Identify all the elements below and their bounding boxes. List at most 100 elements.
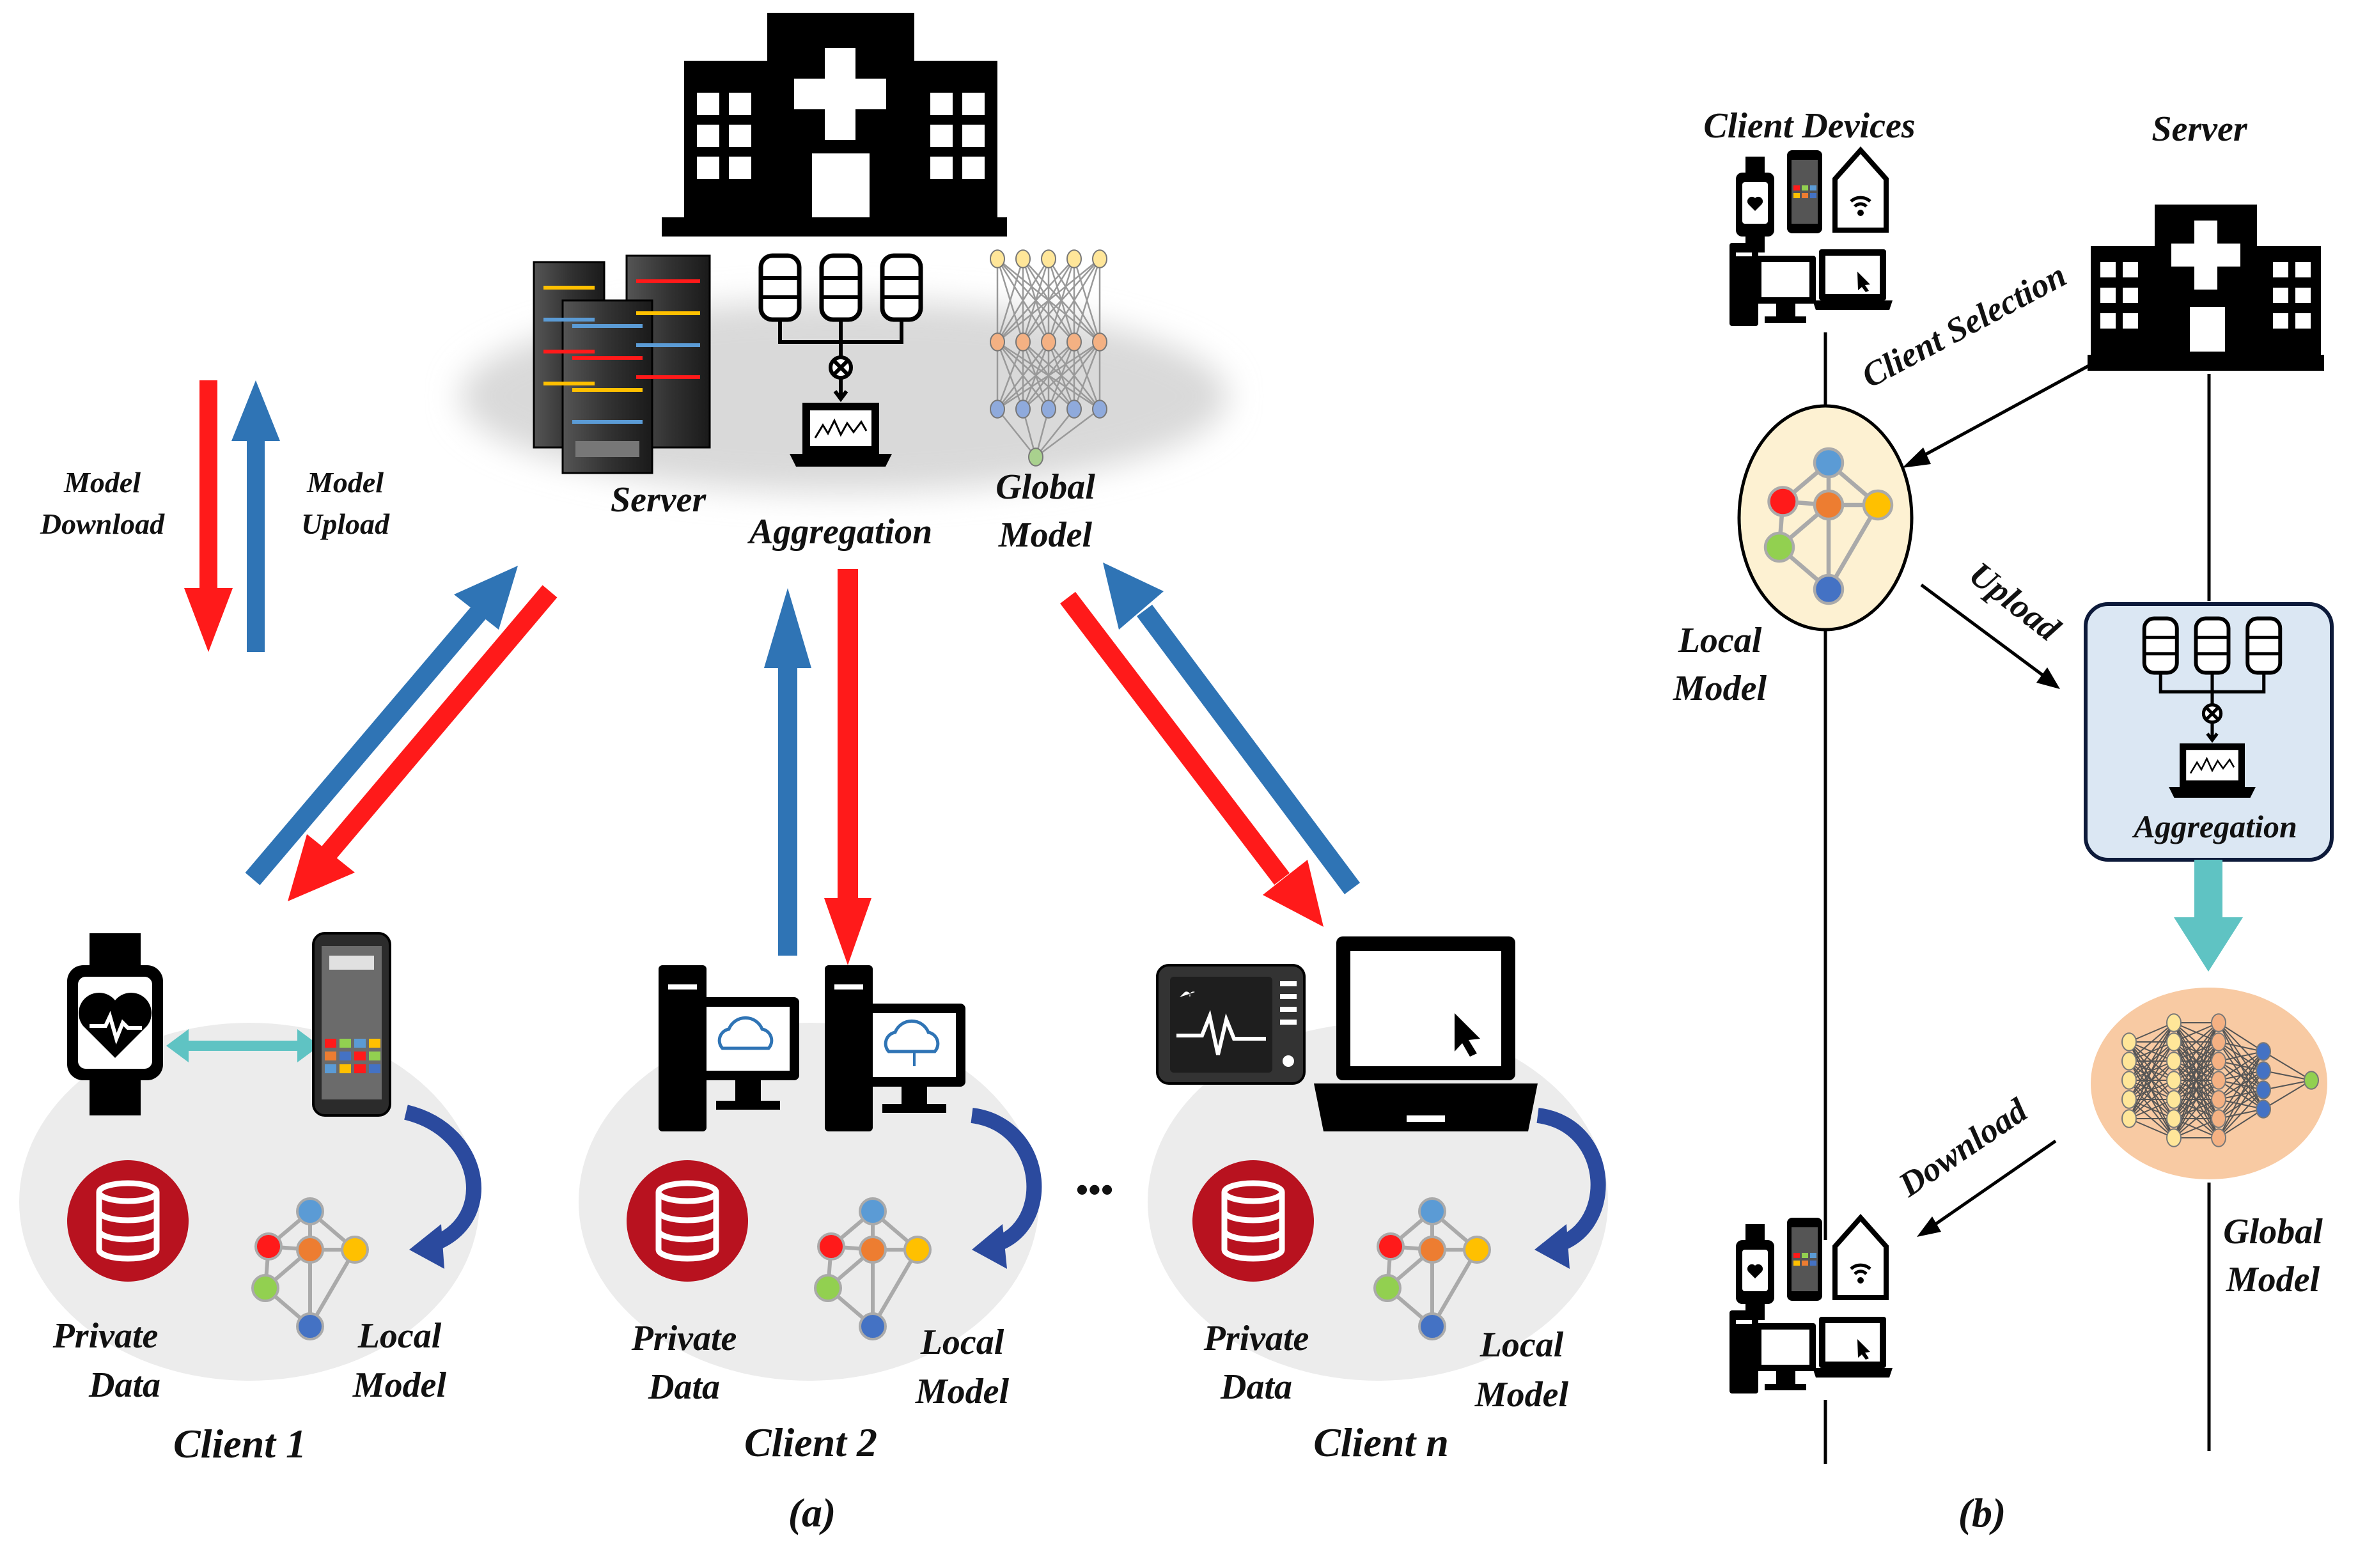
global-model-label-line2: Model xyxy=(998,515,1093,555)
panel-b-local-model-label-line1: Local xyxy=(1678,621,1762,660)
client-n-database-icon xyxy=(1192,1160,1314,1282)
legend-upload-arrow xyxy=(231,380,280,652)
ecg-monitor-icon xyxy=(1156,964,1306,1085)
panel-b-global-model-network-edge xyxy=(2128,1022,2175,1062)
hospital-icon xyxy=(662,13,1007,237)
global-model-network-edge xyxy=(1048,341,1100,410)
client-2-model-label-line2: Model xyxy=(915,1372,1010,1411)
client-2-model-label-line1: Local xyxy=(920,1323,1004,1362)
global-model-network-node xyxy=(1066,400,1082,419)
global-model-network-edge xyxy=(996,258,1050,343)
legend-upload-label-line2: Upload xyxy=(301,508,390,540)
panel-b-global-model-network-node xyxy=(2211,1090,2226,1109)
global-model-network-edge xyxy=(1022,258,1100,343)
client-1: Private Data Local Model Client 1 xyxy=(19,932,481,1466)
upload-label: Upload xyxy=(1962,554,2068,649)
global-model-network-node xyxy=(1015,249,1031,268)
smartphone-icon xyxy=(312,932,391,1117)
panel-b-global-model-network-node xyxy=(2304,1071,2319,1090)
global-model-network-node xyxy=(1092,332,1107,352)
panel-b-global-model-network-edge xyxy=(2218,1022,2264,1091)
panel-b-global-model-network-node xyxy=(2166,1052,2182,1071)
legend-download-label-line2: Download xyxy=(40,508,165,540)
panel-b-global-model-network-node xyxy=(2211,1052,2226,1071)
panel-b-download-label: Download xyxy=(1891,1091,2034,1204)
panel-b-global-model-network-node xyxy=(2166,1128,2182,1147)
panel-b-global-model-network-edge xyxy=(2218,1022,2264,1052)
client-2-download-arrow xyxy=(824,569,871,965)
panel-b-global-model-network-edge xyxy=(2263,1080,2312,1091)
panel-b-global-model-network-edge xyxy=(2173,1022,2219,1081)
panel-b-global-model-network-edge xyxy=(2263,1080,2312,1110)
global-model-network-edge xyxy=(996,341,1024,410)
client-selection-arrow: Client Selection xyxy=(1855,256,2098,468)
panel-b-global-model-network-edge xyxy=(2173,1022,2219,1100)
panel-b-global-model-network-edge xyxy=(2128,1080,2175,1119)
panel-b-global-model-network-edge xyxy=(2173,1118,2219,1138)
client-1-data-label-line2: Data xyxy=(88,1365,160,1405)
global-model-label-line1: Global xyxy=(996,467,1095,507)
smartwatch-icon xyxy=(67,933,163,1115)
panel-b-global-model-network-edge xyxy=(2263,1051,2312,1081)
client-devices-label: Client Devices xyxy=(1703,106,1915,146)
panel-b-global-model-network-node xyxy=(2166,1013,2182,1032)
panel-b-global-model-network-edge xyxy=(2218,1108,2264,1138)
client-1-model-label-line2: Model xyxy=(352,1365,447,1405)
panel-b-global-model-label-line2: Model xyxy=(2226,1260,2320,1300)
global-model-network-node xyxy=(1015,400,1031,419)
client-1-data-label-line1: Private xyxy=(52,1316,159,1356)
client-n-model-label-line2: Model xyxy=(1474,1375,1569,1415)
global-model-network-edge xyxy=(997,341,1075,410)
panel-b-global-model-network-edge xyxy=(2218,1089,2264,1138)
client-2-data-label-line1: Private xyxy=(631,1319,737,1358)
aggregation-label: Aggregation xyxy=(747,512,932,552)
download-arrow: Download xyxy=(1891,1091,2057,1237)
client-2-data-label-line2: Data xyxy=(648,1367,720,1407)
panel-b-global-model-network-edge xyxy=(2128,1022,2175,1119)
panel-b-global-model-icon xyxy=(2121,1013,2319,1147)
global-model-network-node xyxy=(1015,332,1031,352)
client-n: Private Data Local Model Client n xyxy=(1148,936,1608,1465)
panel-b-global-model-network-edge xyxy=(2173,1022,2219,1043)
global-model-network-node xyxy=(990,400,1005,419)
global-model-network-node xyxy=(1092,400,1107,419)
laptop-icon xyxy=(1314,936,1538,1131)
panel-b-server-label: Server xyxy=(2151,109,2248,149)
panel-b-global-model-network-node xyxy=(2211,1071,2226,1090)
global-model-network-node xyxy=(990,332,1005,352)
client-1-database-icon xyxy=(67,1160,189,1282)
client-2-local-training-arrowhead xyxy=(972,1224,1007,1269)
global-model-network-edge xyxy=(997,341,1049,410)
panel-b-global-model-network-edge xyxy=(2128,1022,2175,1100)
client-n-local-training-arrow xyxy=(1536,1108,1606,1254)
panel-b-global-model-network-edge xyxy=(2128,1060,2175,1119)
panel-b-global-model-network-edge xyxy=(2128,1022,2175,1081)
panel-b-global-model-network-edge xyxy=(2218,1070,2264,1138)
client-n-name: Client n xyxy=(1313,1420,1449,1465)
panel-b-caption: (b) xyxy=(1958,1490,2006,1535)
global-model-network-icon xyxy=(990,249,1107,467)
global-model-network-edge xyxy=(1047,258,1101,343)
global-model-network-edge xyxy=(1073,258,1101,343)
panel-b-global-model-network-node xyxy=(2166,1109,2182,1128)
panel-b-global-model-network-node xyxy=(2166,1071,2182,1090)
global-model-network-node xyxy=(1028,447,1043,467)
global-model-network-node xyxy=(1041,400,1056,419)
global-model-network-node xyxy=(1092,249,1107,268)
panel-b-global-model-network-edge xyxy=(2128,1118,2175,1138)
client-n-local-training-arrowhead xyxy=(1534,1224,1570,1269)
client-1-name: Client 1 xyxy=(173,1421,306,1466)
panel-b-global-model-network-node xyxy=(2256,1042,2271,1061)
panel-b-global-model-network-edge xyxy=(2218,1022,2264,1071)
client-1-local-training-arrowhead xyxy=(409,1224,444,1269)
global-model-network-node xyxy=(990,249,1005,268)
panel-b-global-model-network-node xyxy=(2256,1099,2271,1119)
client-2-upload-arrow xyxy=(764,588,811,956)
client-devices-icon-top xyxy=(1729,150,1893,326)
panel-b-aggregation-label: Aggregation xyxy=(2132,809,2297,844)
global-model-network-node xyxy=(1041,249,1056,268)
panel-b-global-model-network-edge xyxy=(2263,1070,2312,1081)
panel-b-local-model-label-line2: Model xyxy=(1673,669,1767,708)
